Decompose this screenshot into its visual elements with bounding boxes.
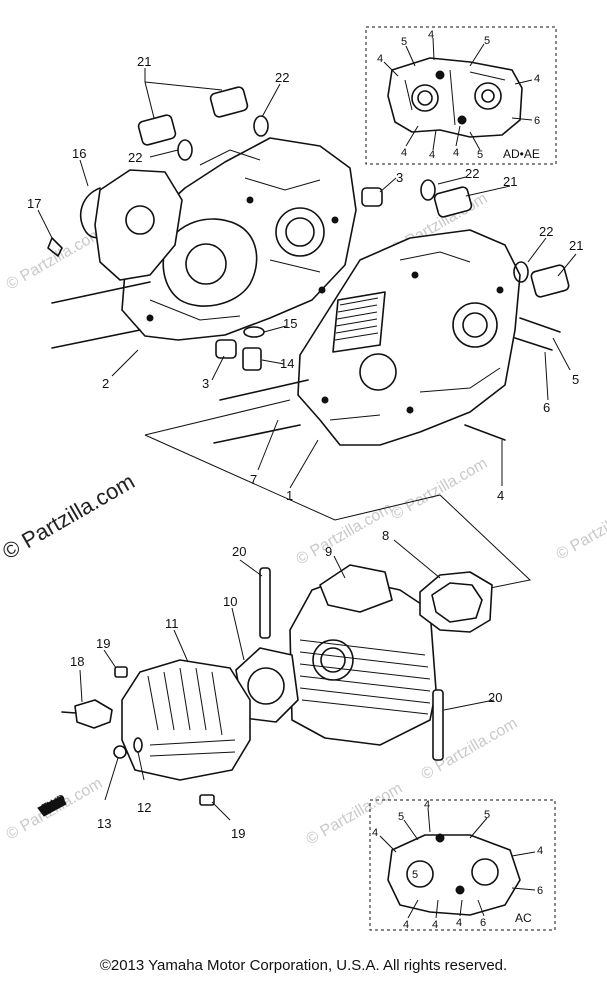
inset-top-callout: 4 <box>429 149 435 161</box>
leader-lines <box>37 68 577 821</box>
inset-ad-ae: 4 5 4 5 4 4 6 4 4 5 AD•AE <box>365 26 557 165</box>
inset-bottom-callout: 4 <box>424 799 430 811</box>
inset-bottom-callout: 4 <box>372 827 378 839</box>
inset-top-callout: 4 <box>401 147 407 159</box>
callout-20: 20 <box>488 690 502 705</box>
callout-21: 21 <box>569 238 583 253</box>
inset-ac: 4 5 5 4 4 5 6 4 4 4 6 AC <box>369 799 556 931</box>
callout-22: 22 <box>539 224 553 239</box>
watermark-brand: © Partzilla.com <box>0 469 139 565</box>
inset-top-callout: 5 <box>401 36 407 48</box>
crankcase-left <box>121 137 357 341</box>
callout-18: 18 <box>70 654 84 669</box>
callout-7: 7 <box>250 472 257 487</box>
callout-8: 8 <box>382 528 389 543</box>
inset-bottom-label: AC <box>515 911 532 925</box>
inset-top-callout: 4 <box>534 73 540 85</box>
callout-22: 22 <box>275 70 289 85</box>
callout-17: 17 <box>27 196 41 211</box>
callout-2: 2 <box>102 376 109 391</box>
callout-labels: 21 22 22 16 17 3 22 21 22 21 15 14 2 3 5… <box>27 54 583 841</box>
callout-5: 5 <box>572 372 579 387</box>
cylinder-group <box>37 564 493 817</box>
copyright-notice: ©2013 Yamaha Motor Corporation, U.S.A. A… <box>99 957 508 974</box>
inset-bottom-callout: 5 <box>398 811 404 823</box>
crankcase-right <box>297 229 521 446</box>
inset-top-callout: 4 <box>428 29 434 41</box>
front-arrow-icon <box>37 795 67 817</box>
inset-bottom-callout: 5 <box>412 869 418 881</box>
inset-bottom-callout: 6 <box>480 917 486 929</box>
watermark-faint: © Partzilla.com <box>554 495 607 564</box>
callout-12: 12 <box>137 800 151 815</box>
callout-21: 21 <box>137 54 151 69</box>
callout-15: 15 <box>283 316 297 331</box>
callout-3: 3 <box>202 376 209 391</box>
callout-4: 4 <box>497 488 504 503</box>
callout-19: 19 <box>231 826 245 841</box>
callout-19: 19 <box>96 636 110 651</box>
inset-bottom-callout: 5 <box>484 809 490 821</box>
inset-bottom-callout: 4 <box>537 845 543 857</box>
callout-14: 14 <box>280 356 294 371</box>
callout-6: 6 <box>543 400 550 415</box>
inset-bottom-callout: 4 <box>432 919 438 931</box>
inset-bottom-callout: 4 <box>403 919 409 931</box>
callout-22: 22 <box>128 150 142 165</box>
callout-9: 9 <box>325 544 332 559</box>
callout-16: 16 <box>72 146 86 161</box>
callout-21: 21 <box>503 174 517 189</box>
inset-top-callout: 4 <box>453 147 459 159</box>
callout-20: 20 <box>232 544 246 559</box>
assembly-plane <box>144 399 532 591</box>
callout-1: 1 <box>286 488 293 503</box>
inset-bottom-callout: 4 <box>456 917 462 929</box>
watermark-faint: © Partzilla.com <box>304 780 406 849</box>
inset-top-callout: 6 <box>534 115 540 127</box>
inset-bottom-callout: 6 <box>537 885 543 897</box>
callout-13: 13 <box>97 816 111 831</box>
callout-11: 11 <box>165 616 179 631</box>
upper-small-parts <box>47 86 570 444</box>
callout-10: 10 <box>223 594 237 609</box>
inset-top-callout: 4 <box>377 53 383 65</box>
watermark-faint: © Partzilla.com <box>294 500 396 569</box>
inset-top-callout: 5 <box>477 149 483 161</box>
inset-top-label: AD•AE <box>503 147 540 161</box>
inset-top-callout: 5 <box>484 35 490 47</box>
callout-22: 22 <box>465 166 479 181</box>
watermark-faint: © Partzilla.com <box>389 455 491 524</box>
callout-3: 3 <box>396 170 403 185</box>
